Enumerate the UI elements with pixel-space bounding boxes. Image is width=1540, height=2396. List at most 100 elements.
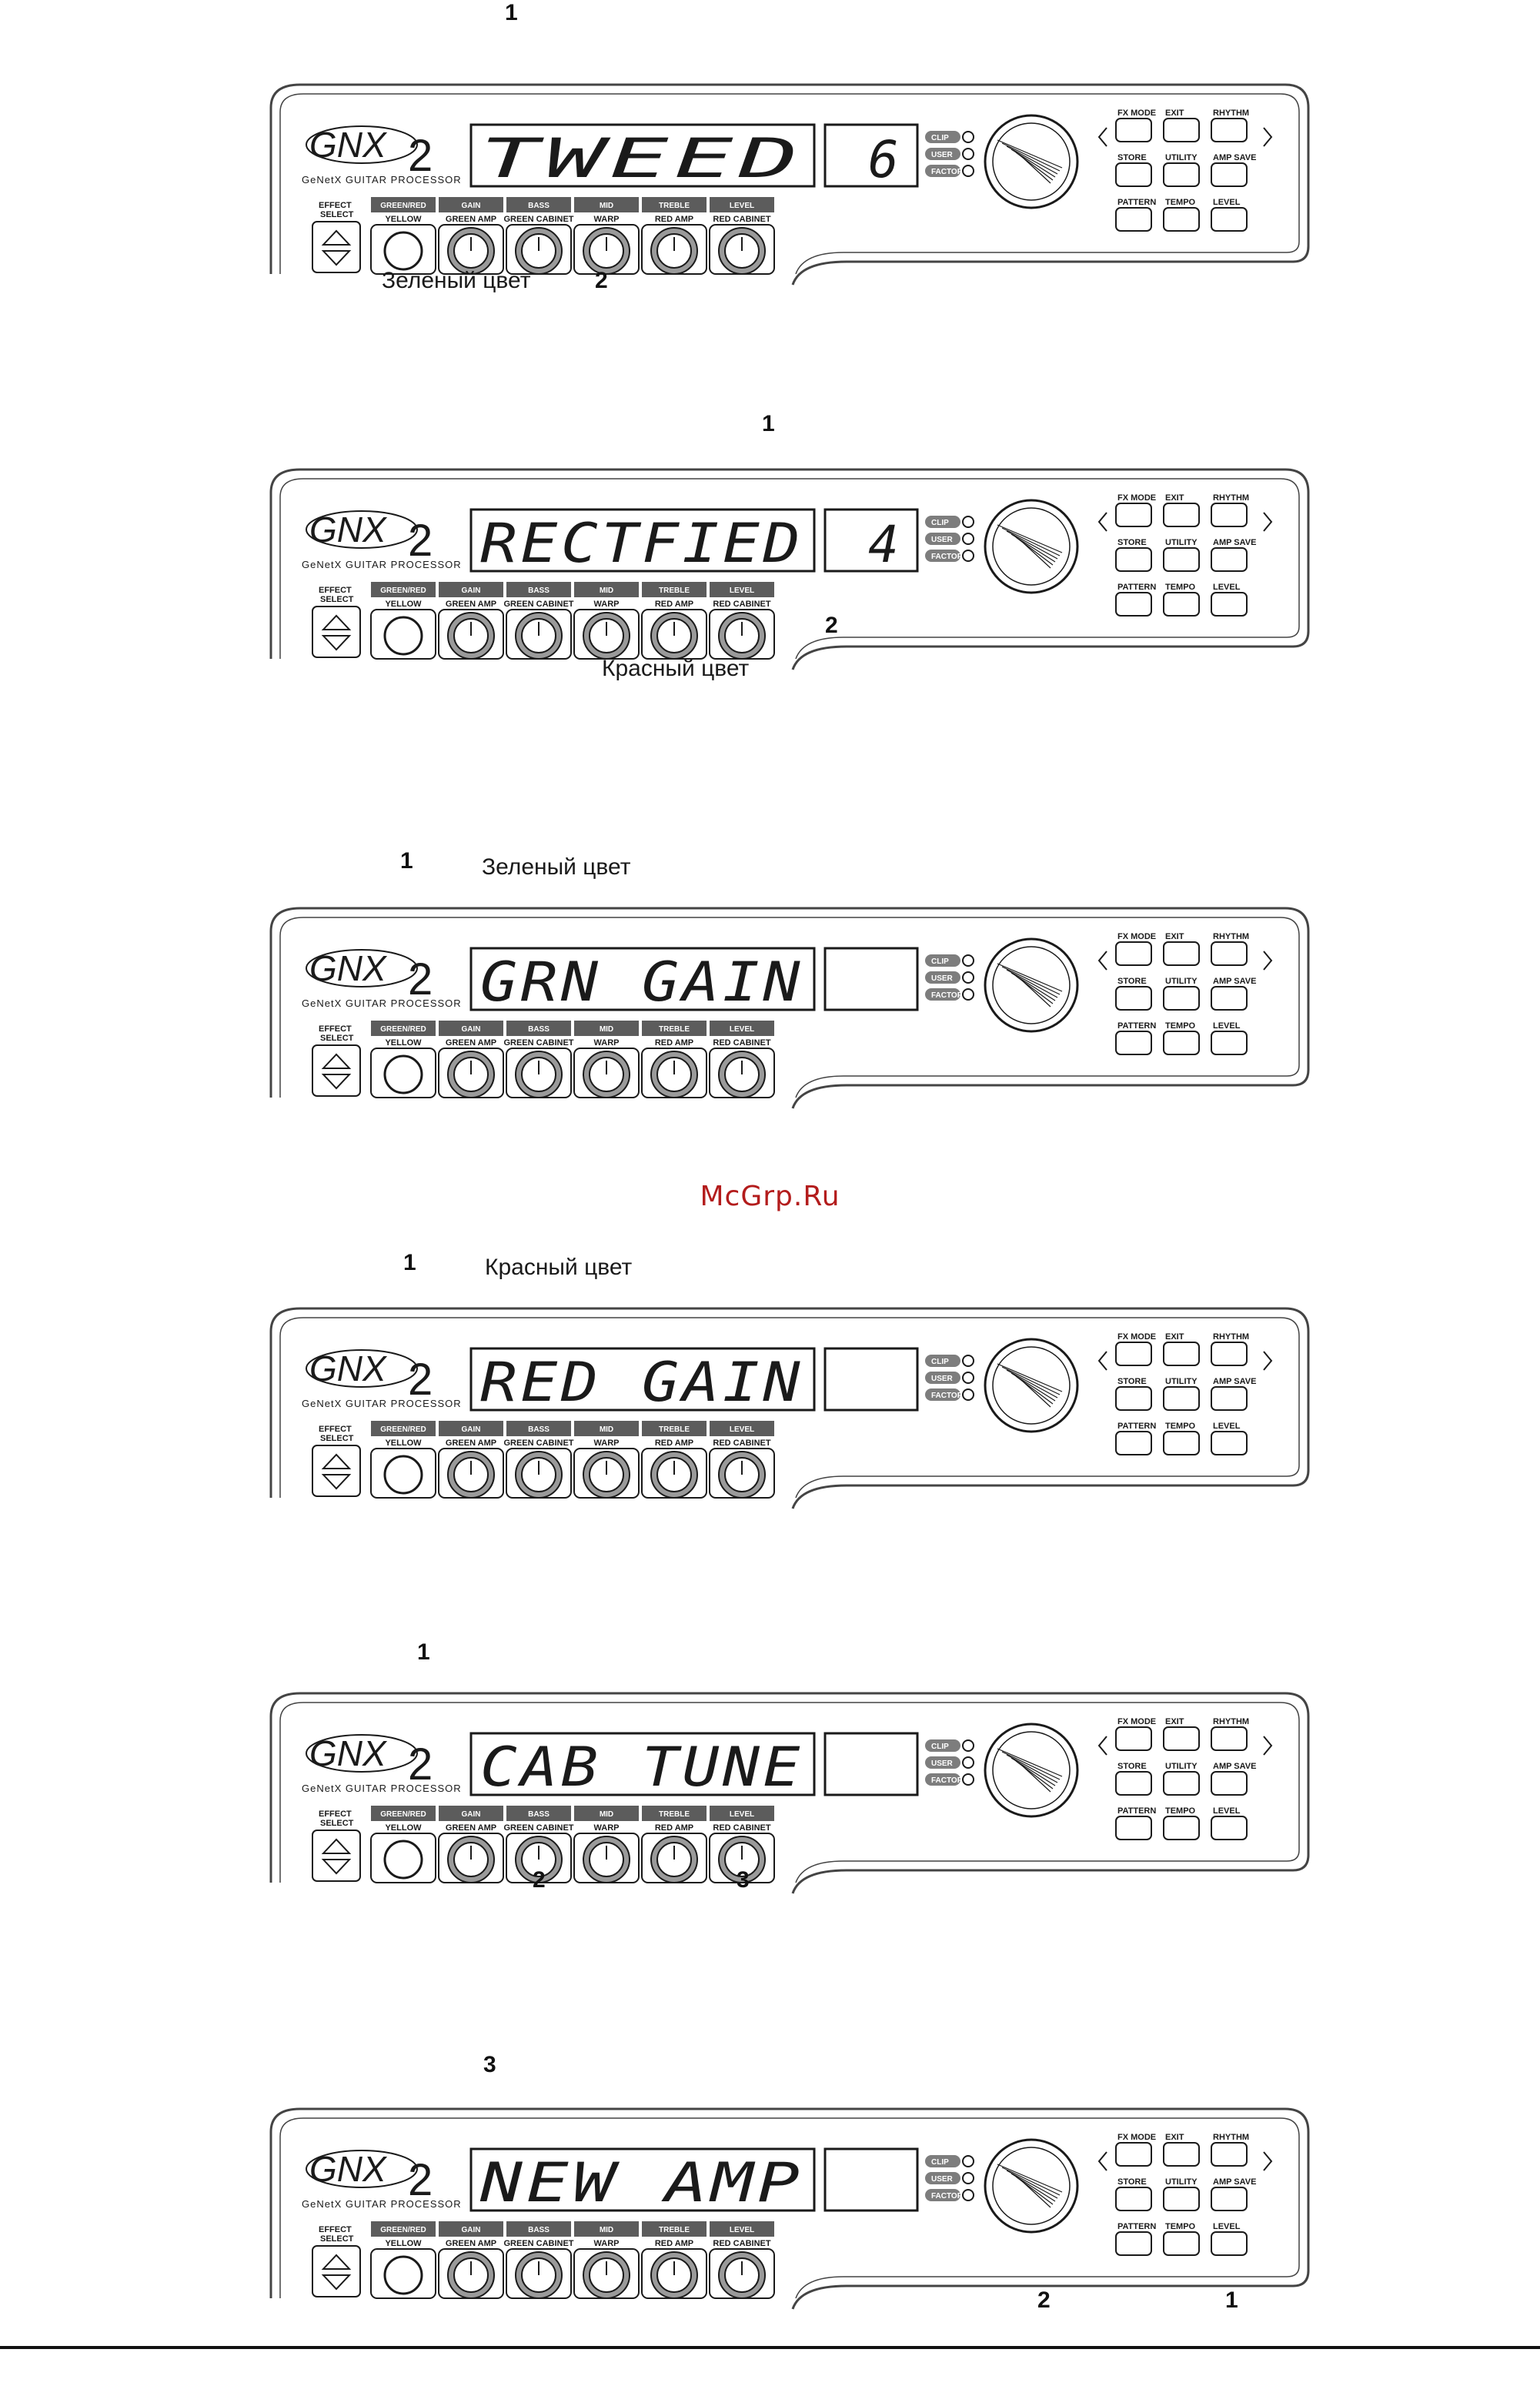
knob-bottom-label: GREEN CABINET [503,2239,573,2248]
knob-top-label: GREEN/RED [380,586,426,595]
knob-bottom-label: RED CABINET [713,215,770,224]
knob-top-label: GAIN [462,1425,481,1434]
button-label: EXIT [1165,1332,1184,1342]
effect-select-label: SELECT [320,2234,354,2244]
lcd-text: RED GAIN [480,1351,803,1414]
down-arrow-icon [321,2274,352,2291]
knob-top-tab [439,1021,503,1036]
knob-top-tab [642,1421,707,1436]
knob-top-label: MID [600,1425,613,1434]
left-arrow-icon [1097,2151,1107,2171]
logo-ellipse [306,2150,418,2188]
data-wheel-rim [992,946,1071,1024]
panel-caption: Зеленый цвет [482,854,631,880]
logo-subtitle: GeNetX GUITAR PROCESSOR [302,559,462,570]
wheel-stripe [997,1363,1063,1392]
effect-select-button [312,2245,361,2297]
effect-select-label: EFFECT [319,586,352,595]
wheel-stripe [1020,540,1051,569]
wheel-stripe [1006,1369,1058,1399]
button-label: LEVEL [1213,1021,1241,1031]
wheel-stripe [1006,969,1058,998]
wheel-stripe [1006,1754,1058,1783]
knob-bottom-label: YELLOW [385,1439,422,1448]
knob-top-tab [574,582,639,597]
wheel-stripe [1006,2170,1058,2199]
knob-top-tab [439,2221,503,2237]
status-led-label: FACTORY [931,168,968,176]
down-arrow-icon [321,1859,352,1875]
panel-button [1211,1816,1248,1840]
panel-button [1163,207,1200,232]
right-arrow-icon [1263,127,1273,147]
status-led-label: FACTORY [931,553,968,561]
up-arrow-icon [321,1453,352,1469]
knob-bottom-label: RED AMP [655,1823,693,1833]
down-arrow-icon [321,250,352,266]
callout-1: 1 [400,848,413,874]
knob-top-tab [439,582,503,597]
effect-select-button [312,1830,361,1882]
knob-bottom-label: YELLOW [385,2239,422,2248]
wheel-stripe [1001,966,1061,995]
effect-select-label: EFFECT [319,1425,352,1434]
effect-select-button [312,1044,361,1097]
panel-button [1211,207,1248,232]
status-led-label: FACTORY [931,1776,968,1785]
logo-text: GNX [309,1733,388,1773]
down-arrow-icon [321,635,352,651]
status-led-label: USER [931,974,954,983]
status-led [962,2172,974,2184]
button-label: TEMPO [1165,1422,1196,1431]
panel-button [1163,1031,1200,1055]
housing-inner-outline [279,93,1300,275]
left-arrow-icon [1097,512,1107,532]
status-led [962,954,974,967]
logo-digit: 2 [408,1739,433,1789]
callout-1: 1 [762,411,775,436]
effect-select-label: SELECT [320,210,354,219]
status-tag [925,988,960,1001]
status-led [962,1773,974,1786]
wheel-stripe [1001,2167,1061,2196]
panel-button [1115,2142,1152,2167]
preset-number: 6 [868,130,899,189]
knob-top-label: GAIN [462,586,481,595]
knob-top-tab [574,1806,639,1821]
panel-button [1115,162,1152,187]
up-arrow-icon [321,229,352,246]
panel-button [1211,986,1248,1011]
status-tag [925,516,960,528]
logo-ellipse [306,949,418,987]
button-label: PATTERN [1117,1422,1156,1431]
status-led-label: FACTORY [931,991,968,1000]
panel-button [1163,986,1200,1011]
callout-1: 1 [417,1639,430,1665]
callout-2: 2 [1037,2287,1051,2313]
status-led [962,533,974,545]
panel-button [1115,1386,1152,1411]
housing-outline [269,907,1310,1109]
footswitch [383,231,423,271]
button-label: UTILITY [1165,1762,1198,1771]
knob-top-tab [574,197,639,212]
knob-bottom-label: WARP [594,215,620,224]
panel-button [1115,503,1152,527]
panel-button [1115,592,1152,617]
knob-top-tab [506,1806,571,1821]
data-wheel-rim [992,122,1071,201]
panel-button [1211,2142,1248,2167]
button-label: FX MODE [1117,2133,1156,2142]
knob-top-tab [371,197,436,212]
button-label: AMP SAVE [1213,1762,1256,1771]
knob-top-label: GREEN/RED [380,2226,426,2234]
knob-top-label: BASS [528,586,550,595]
up-arrow-icon [321,1838,352,1854]
status-led-label: CLIP [931,957,949,966]
